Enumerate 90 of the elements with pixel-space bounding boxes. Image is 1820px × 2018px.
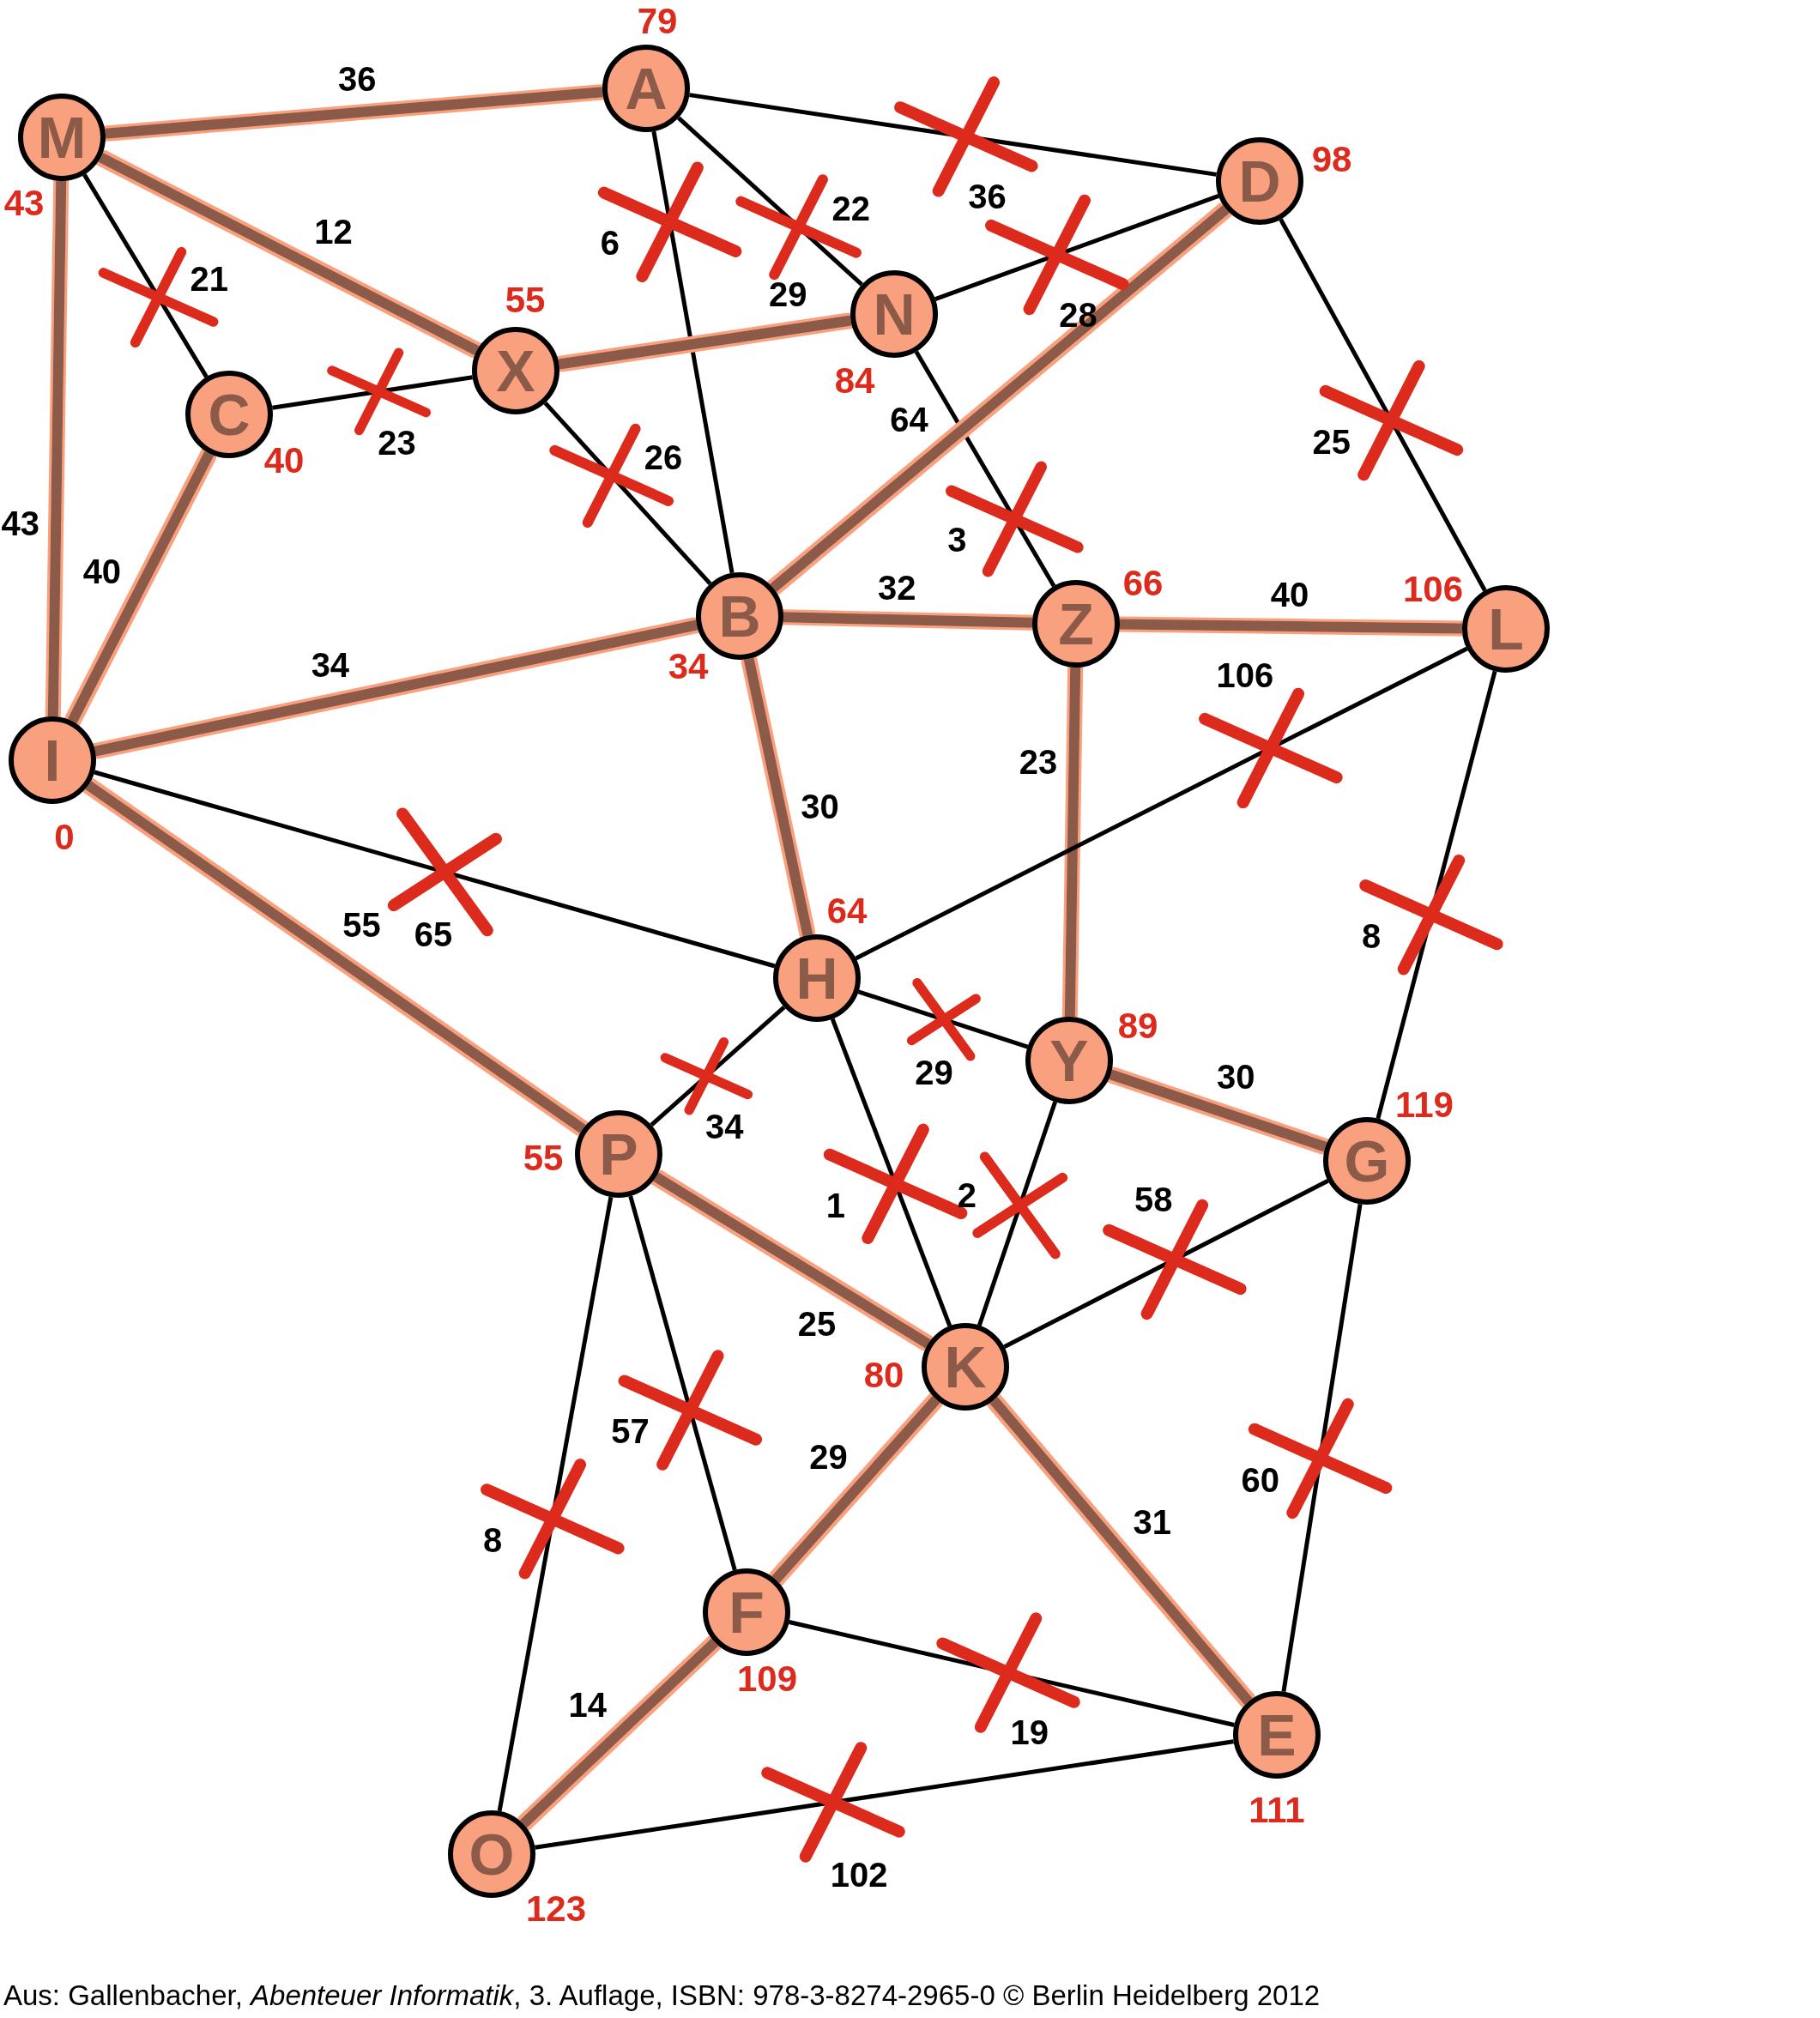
edge-label: 40 xyxy=(82,552,122,592)
edge-label: 3 xyxy=(947,519,967,559)
edge-label: 8 xyxy=(482,1520,503,1561)
edge-label: 23 xyxy=(378,422,416,462)
edge-label: 29 xyxy=(809,1436,848,1477)
highlighted-edge xyxy=(1119,619,1463,634)
edge-label: 12 xyxy=(314,212,353,252)
distance-label: 55 xyxy=(505,280,546,321)
edge-label: 30 xyxy=(1216,1056,1255,1097)
edge-label: 29 xyxy=(769,275,807,315)
edge-label: 23 xyxy=(1019,741,1058,782)
graph-node: F xyxy=(703,1568,790,1656)
distance-label: 66 xyxy=(1122,563,1164,604)
edge-label: 2 xyxy=(957,1175,977,1216)
graph-node: X xyxy=(472,327,559,414)
graph-edge xyxy=(535,1739,1234,1850)
edge-label: 55 xyxy=(342,904,381,945)
graph-node: N xyxy=(850,270,938,358)
edge-label: 1 xyxy=(825,1185,845,1225)
highlighted-edge xyxy=(1064,667,1081,1018)
edge-label: 102 xyxy=(830,1855,888,1895)
distance-label: 109 xyxy=(736,1659,798,1700)
graph-node: M xyxy=(18,94,106,181)
edge-label: 65 xyxy=(414,915,453,955)
highlighted-edge xyxy=(98,153,480,355)
edge-label: 25 xyxy=(797,1303,837,1344)
graph-edge xyxy=(677,116,863,287)
graph-edge xyxy=(543,402,712,585)
caption: Aus: Gallenbacher, Abenteuer Informatik, 3. Auflage, ISBN: 978-3-8274-2965-0 © Berlin Heidelberg 2012 xyxy=(3,1979,1321,2013)
highlighted-edge xyxy=(85,781,586,1133)
distance-label: 84 xyxy=(834,360,875,402)
edge-label: 25 xyxy=(1312,421,1351,462)
graph-edge xyxy=(272,375,473,410)
distance-label: 111 xyxy=(1249,1790,1305,1831)
graph-node: H xyxy=(773,934,861,1022)
distance-label: 79 xyxy=(637,1,678,42)
graph-node: D xyxy=(1216,137,1303,225)
distance-label: 64 xyxy=(826,891,868,932)
edge-label: 36 xyxy=(338,58,377,99)
edge-label: 19 xyxy=(1010,1713,1049,1753)
highlighted-edge xyxy=(47,180,67,717)
highlighted-edge xyxy=(519,1638,719,1828)
edge-label: 22 xyxy=(831,189,870,228)
edge-label: 60 xyxy=(1241,1459,1280,1500)
graph-node: A xyxy=(602,45,690,132)
graph-node: P xyxy=(575,1110,662,1198)
edge-label: 6 xyxy=(600,223,620,263)
graph-node: Z xyxy=(1032,580,1120,668)
edge-label: 14 xyxy=(568,1684,608,1725)
distance-label: 55 xyxy=(523,1138,564,1179)
edge-label: 8 xyxy=(1362,915,1382,956)
highlighted-edge xyxy=(67,450,215,724)
graph-node: Y xyxy=(1025,1017,1113,1104)
edge-label: 36 xyxy=(968,177,1007,217)
graph-node: E xyxy=(1233,1691,1321,1779)
distance-label: 106 xyxy=(1402,569,1464,610)
edge-label: 34 xyxy=(705,1107,744,1147)
edge-label: 64 xyxy=(890,399,928,439)
graph-edge xyxy=(689,93,1217,177)
edge-label: 31 xyxy=(1133,1501,1171,1542)
highlighted-edge xyxy=(770,205,1230,592)
edge-label: 28 xyxy=(1059,294,1097,335)
highlighted-edge xyxy=(989,1397,1253,1705)
distance-label: 98 xyxy=(1311,139,1352,180)
distance-label: 43 xyxy=(3,183,45,224)
graph-edge xyxy=(1281,1204,1363,1692)
distance-label: 89 xyxy=(1117,1006,1158,1047)
distance-label: 0 xyxy=(54,817,75,858)
edge-label: 30 xyxy=(801,786,839,826)
graph-edge xyxy=(650,1006,786,1127)
graph-node: G xyxy=(1323,1117,1411,1205)
highlighted-edge xyxy=(783,612,1033,628)
edge-label: 26 xyxy=(644,438,683,477)
highlighted-edge xyxy=(771,1396,940,1583)
highlighted-edge xyxy=(105,87,603,139)
edge-label: 58 xyxy=(1134,1180,1173,1220)
edge-label: 43 xyxy=(1,503,40,543)
edge-label: 21 xyxy=(190,259,229,299)
graph-node: L xyxy=(1462,585,1550,673)
graph-edge xyxy=(651,130,735,574)
edge-label: 106 xyxy=(1216,656,1274,696)
distance-label: 80 xyxy=(863,1355,904,1396)
graph-node: I xyxy=(9,716,96,804)
edge-label: 40 xyxy=(1270,574,1309,614)
edge-label: 29 xyxy=(915,1053,953,1093)
graph-edge xyxy=(497,1196,614,1812)
edge-label: 32 xyxy=(877,567,916,607)
graph-node: K xyxy=(922,1323,1009,1411)
edge-label: 57 xyxy=(611,1411,650,1452)
edge-label: 34 xyxy=(311,645,350,686)
